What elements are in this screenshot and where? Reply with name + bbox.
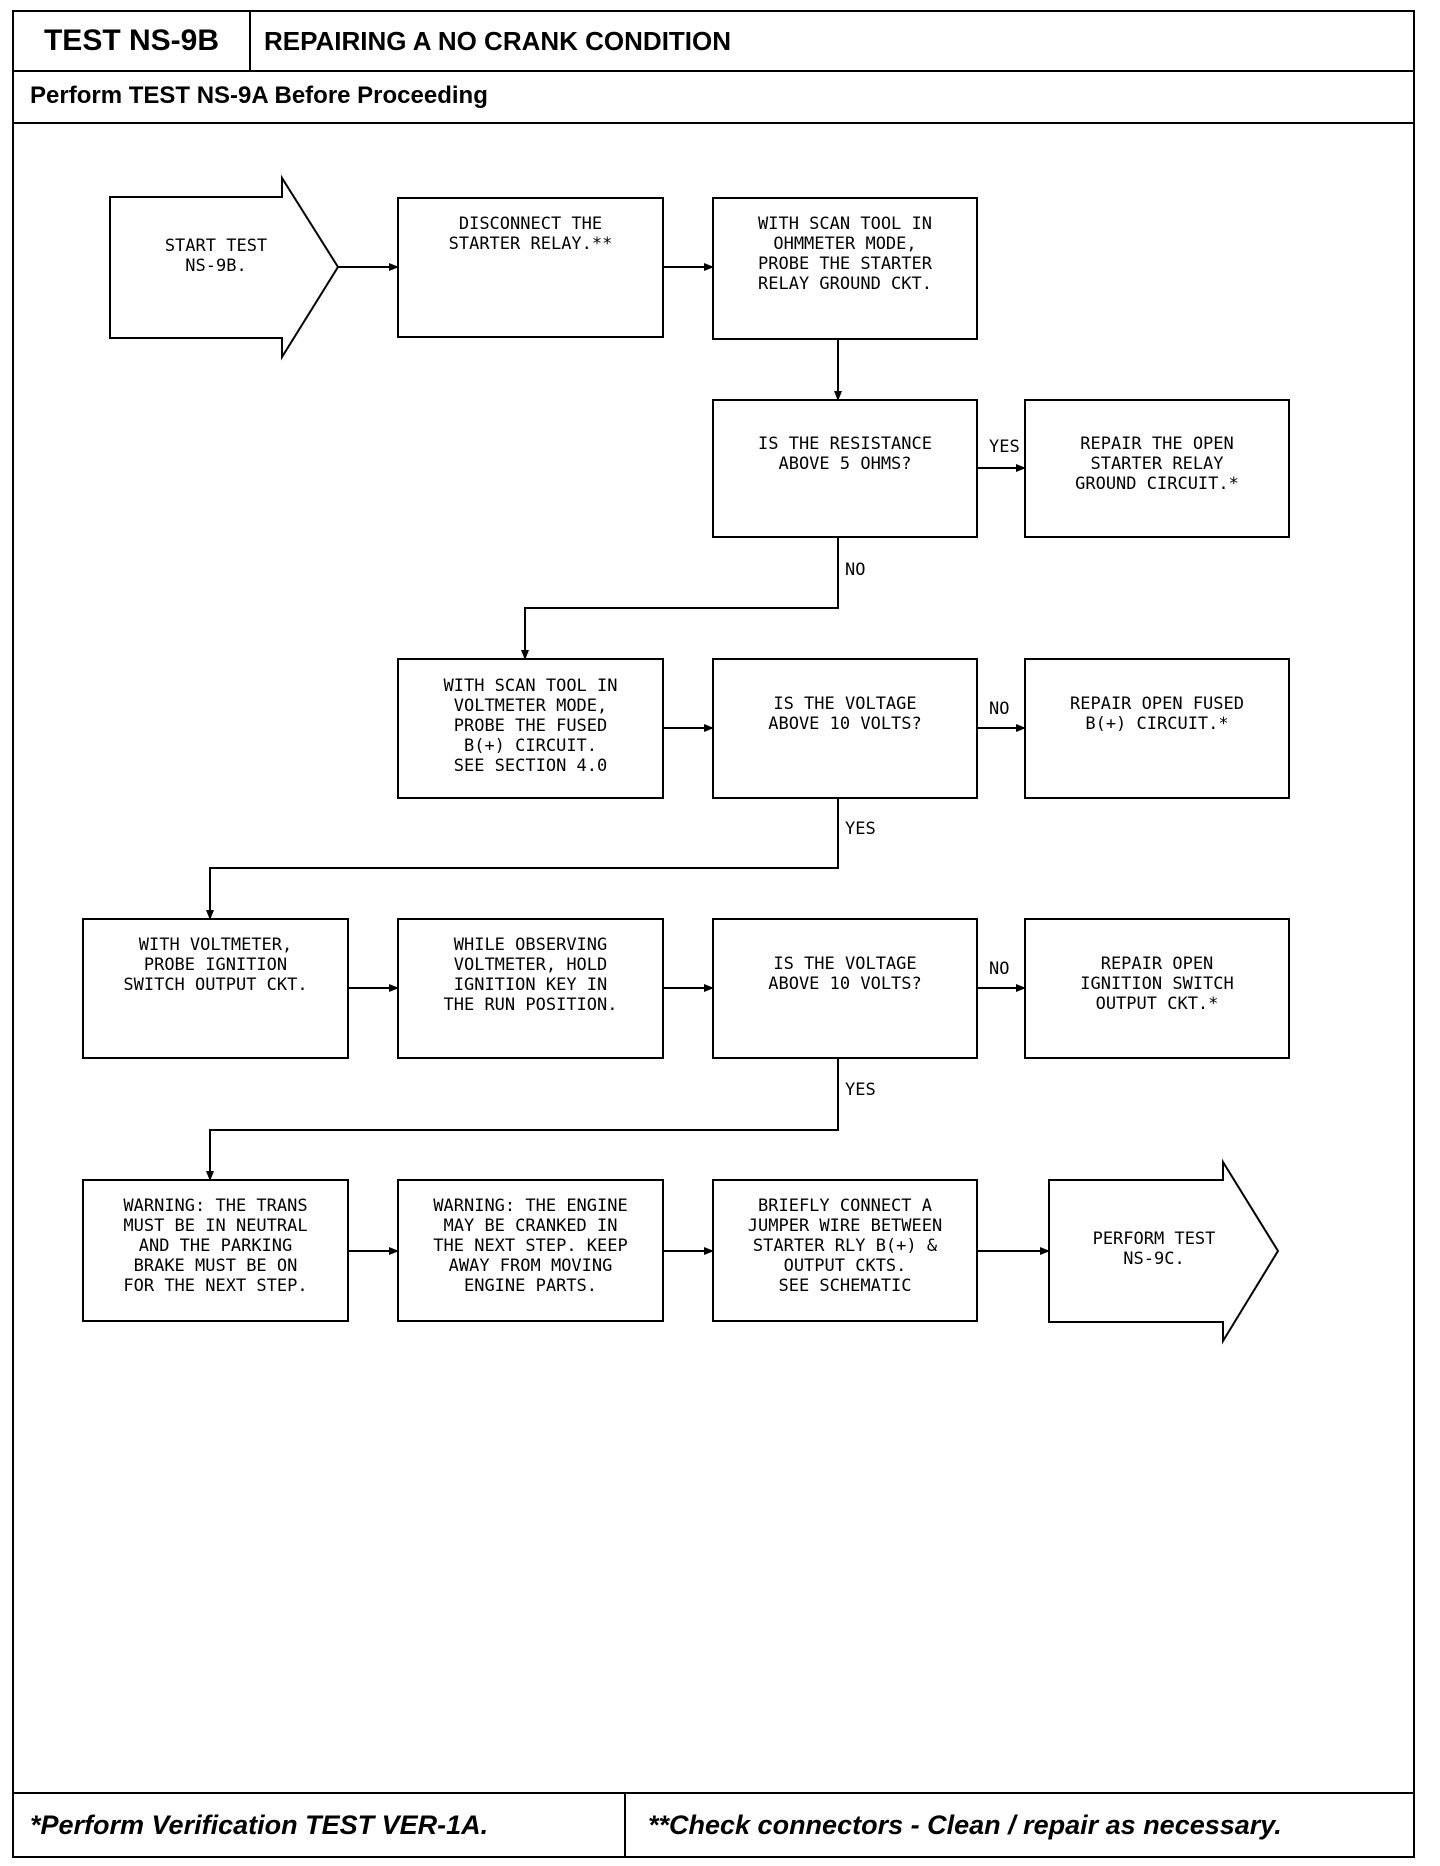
flow-labels: YES NO NO YES NO YES xyxy=(845,437,1020,1100)
title-bar: TEST NS-9B REPAIRING A NO CRANK CONDITIO… xyxy=(14,12,1413,72)
edge-resistance-no xyxy=(521,537,839,660)
flow-connectors xyxy=(206,263,1050,1255)
edge-voltage2-yes xyxy=(206,1058,839,1181)
label-yes-voltage2: YES xyxy=(845,1080,876,1100)
footnote-verification: *Perform Verification TEST VER-1A. xyxy=(14,1794,626,1856)
test-title: REPAIRING A NO CRANK CONDITION xyxy=(264,26,732,56)
footnote-connectors: **Check connectors - Clean / repair as n… xyxy=(648,1810,1282,1840)
label-yes-voltage1: YES xyxy=(845,819,876,839)
label-no-voltage2: NO xyxy=(989,959,1009,979)
footer-notes: *Perform Verification TEST VER-1A. **Che… xyxy=(14,1792,1413,1856)
label-no-resistance: NO xyxy=(845,560,865,580)
label-yes-resistance: YES xyxy=(989,437,1020,457)
edge-voltage1-yes xyxy=(206,798,839,920)
label-no-voltage1: NO xyxy=(989,699,1009,719)
test-id: TEST NS-9B xyxy=(14,12,251,70)
prerequisite-bar: Perform TEST NS-9A Before Proceeding xyxy=(14,70,1413,124)
diagnostic-page: TEST NS-9B REPAIRING A NO CRANK CONDITIO… xyxy=(12,10,1415,1858)
prerequisite-note: Perform TEST NS-9A Before Proceeding xyxy=(30,82,488,109)
